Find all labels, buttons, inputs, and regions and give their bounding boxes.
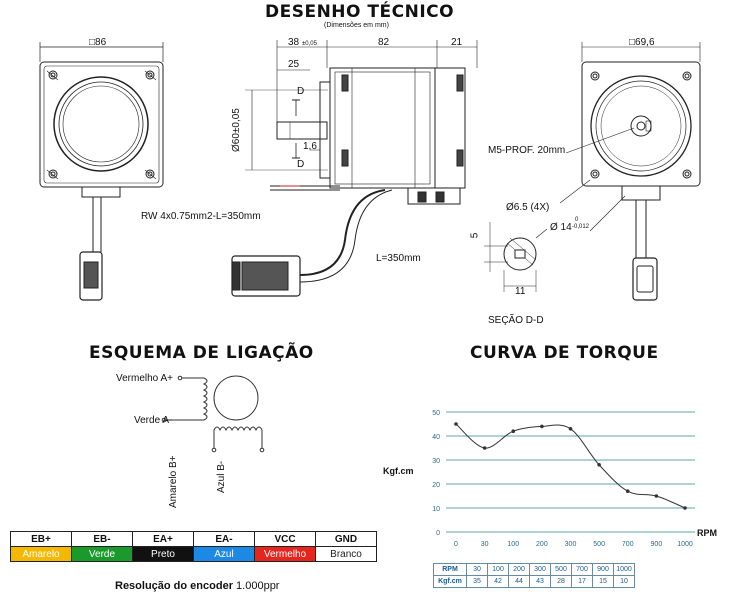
pin-header: EA-	[193, 531, 255, 547]
table-kgf-cell: 28	[550, 575, 572, 588]
x-tick-label: 0	[454, 541, 458, 548]
table-rpm-label: RPM	[433, 563, 467, 576]
shaft-14-label: Ø 14	[550, 222, 572, 233]
resolution-value: 1.000ppr	[236, 580, 280, 592]
x-tick-label: 30	[481, 541, 489, 548]
encoder-resolution: Resolução do encoder 1.000ppr	[115, 580, 279, 592]
wire-a-plus: Vermelho A+	[116, 373, 173, 384]
y-tick-label: 50	[432, 410, 440, 417]
x-tick-label: 900	[651, 541, 663, 548]
pin-color: Azul	[193, 546, 255, 562]
encoder-cable-label: L=350mm	[376, 253, 421, 264]
table-kgf-cell: 42	[487, 575, 509, 588]
wiring-diagram	[161, 375, 265, 453]
dim-shaft-diameter: Ø60±0,05	[231, 108, 242, 152]
table-kgf-cell: 43	[529, 575, 551, 588]
pin-header: VCC	[254, 531, 316, 547]
x-tick-label: 700	[622, 541, 634, 548]
m5-thread-label: M5-PROF. 20mm	[488, 145, 566, 156]
shaft-14-tol-top: 0	[575, 217, 579, 223]
mounting-holes-label: Ø6.5 (4X)	[506, 202, 550, 213]
torque-point	[597, 463, 601, 467]
y-tick-label: 20	[432, 482, 440, 489]
technical-drawing-subtitle: (Dimensões em mm)	[324, 22, 389, 29]
table-rpm-cell: 200	[508, 563, 530, 576]
pin-header: GND	[315, 531, 377, 547]
dim-5: 5	[469, 232, 481, 239]
pin-color: Branco	[315, 546, 377, 562]
table-kgf-cell: 17	[571, 575, 593, 588]
torque-title: CURVA DE TORQUE	[470, 343, 659, 363]
torque-series-line	[455, 423, 686, 509]
dim-25: 25	[288, 59, 300, 70]
pin-color: Vermelho	[254, 546, 316, 562]
x-tick-label: 500	[593, 541, 605, 548]
dim-21: 21	[451, 37, 463, 48]
wire-b-plus: Amarelo B+	[168, 455, 179, 508]
dim-11: 11	[515, 286, 526, 297]
table-kgf-label: Kgf.cm	[433, 575, 467, 588]
y-tick-label: 0	[436, 530, 440, 537]
torque-y-label: Kgf.cm	[383, 466, 414, 476]
pin-color: Amarelo	[10, 546, 72, 562]
table-kgf-cell: 35	[466, 575, 488, 588]
resolution-label: Resolução do encoder	[115, 580, 233, 592]
technical-drawing	[39, 40, 701, 301]
y-tick-label: 40	[432, 434, 440, 441]
motor-back-view	[559, 42, 701, 301]
dim-38-tolerance: ±0,05	[302, 41, 317, 47]
table-rpm-cell: 1000	[613, 563, 635, 576]
section-d-d-label: SEÇÃO D-D	[488, 315, 544, 326]
pin-color: Verde	[71, 546, 133, 562]
table-rpm-cell: 900	[592, 563, 614, 576]
table-kgf-cell: 15	[592, 575, 614, 588]
pin-color: Preto	[132, 546, 194, 562]
torque-point	[568, 427, 573, 431]
table-kgf-cell: 10	[613, 575, 635, 588]
y-tick-label: 30	[432, 458, 440, 465]
power-cable-label: RW 4x0.75mm2-L=350mm	[141, 211, 261, 222]
torque-point	[540, 424, 544, 429]
torque-point	[683, 506, 687, 510]
wiring-title: ESQUEMA DE LIGAÇÃO	[89, 343, 314, 363]
wire-b-minus: Azul B-	[216, 460, 227, 493]
encoder-pin-table: EB+ EB- EA+ EA- VCC GND Amarelo Verde Pr…	[10, 531, 377, 562]
torque-point	[511, 429, 516, 433]
dim-38: 38	[288, 37, 300, 48]
x-tick-label: 100	[507, 541, 519, 548]
x-tick-label: 200	[536, 541, 548, 548]
y-tick-label: 10	[432, 506, 440, 513]
dim-82: 82	[378, 37, 390, 48]
torque-point	[454, 422, 458, 426]
table-rpm-cell: 500	[550, 563, 572, 576]
table-rpm-cell: 300	[529, 563, 551, 576]
torque-point	[625, 489, 630, 493]
shaft-section-view	[484, 222, 548, 292]
x-tick-label: 1000	[677, 541, 693, 548]
table-rpm-cell: 700	[571, 563, 593, 576]
table-kgf-cell: 44	[508, 575, 530, 588]
motor-front-view	[39, 42, 164, 301]
table-rpm-cell: 100	[487, 563, 509, 576]
front-square-dim: □86	[89, 37, 107, 48]
torque-x-label: RPM	[697, 528, 717, 538]
section-mark-top: D	[297, 86, 305, 97]
motor-side-view	[231, 40, 478, 297]
pin-header: EB+	[10, 531, 72, 547]
x-tick-label: 300	[565, 541, 577, 548]
torque-point	[482, 446, 487, 450]
dim-1-6: 1,6	[303, 141, 317, 152]
pin-header: EB-	[71, 531, 133, 547]
technical-drawing-title: DESENHO TÉCNICO	[265, 2, 455, 22]
wire-a-minus: Verde A-	[134, 415, 173, 426]
table-rpm-cell: 30	[466, 563, 488, 576]
torque-point	[654, 494, 659, 498]
back-square-dim: □69,6	[629, 37, 655, 48]
shaft-14-tol-bottom: -0,012	[572, 224, 590, 230]
section-mark-bottom: D	[297, 159, 305, 170]
pin-header: EA+	[132, 531, 194, 547]
